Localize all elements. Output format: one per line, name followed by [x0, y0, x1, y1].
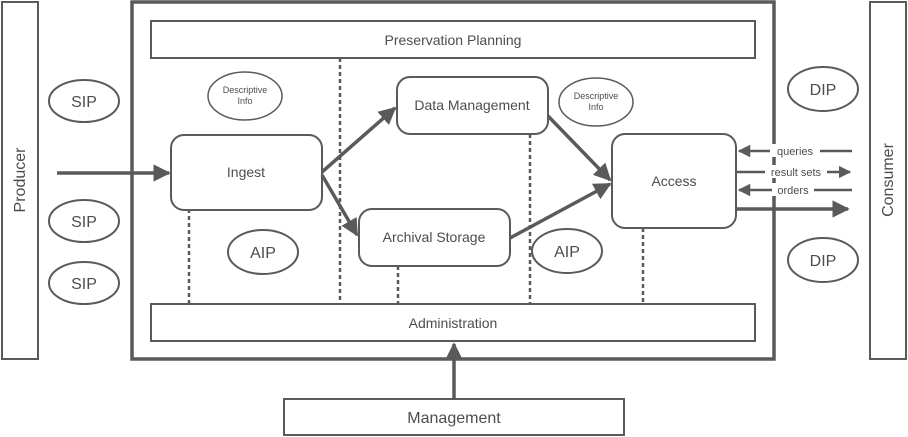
- consumer-bar: Consumer: [869, 1, 907, 360]
- dip-label-1: DIP: [810, 82, 837, 99]
- data-management-box: Data Management: [396, 76, 549, 135]
- dip-package-1: DIP: [787, 66, 859, 112]
- producer-label: Producer: [12, 147, 29, 213]
- aip-label-2: AIP: [554, 244, 580, 261]
- sip-package-2: SIP: [48, 199, 120, 243]
- access-label: Access: [651, 173, 696, 189]
- sip-label-3: SIP: [71, 276, 97, 293]
- descriptive-info-package-1: Descriptive Info: [207, 71, 283, 121]
- flow-arrows: [57, 106, 850, 399]
- preservation-planning-box: Preservation Planning: [150, 20, 756, 59]
- access-box: Access: [611, 133, 737, 229]
- management-label: Management: [407, 410, 501, 427]
- arrow-data-management-to-access: [546, 114, 612, 182]
- consumer-flow-labels: queries result sets orders: [765, 144, 827, 197]
- consumer-label: Consumer: [880, 142, 897, 216]
- data-management-label: Data Management: [414, 97, 529, 113]
- descriptive-info-package-2: Descriptive Info: [558, 77, 634, 127]
- producer-bar: Producer: [1, 1, 39, 360]
- dip-package-2: DIP: [787, 237, 859, 283]
- descriptive-info-2-line1: Descriptive: [574, 91, 619, 101]
- result-sets-label: result sets: [771, 167, 822, 179]
- dip-label-2: DIP: [810, 253, 837, 270]
- management-box: Management: [283, 398, 625, 436]
- archival-storage-box: Archival Storage: [358, 208, 511, 267]
- sip-label-2: SIP: [71, 214, 97, 231]
- sip-package-1: SIP: [48, 79, 120, 123]
- sip-label-1: SIP: [71, 94, 97, 111]
- descriptive-info-1-line2: Info: [237, 96, 252, 106]
- arrow-ingest-to-archival-storage: [320, 174, 359, 237]
- queries-label: queries: [777, 146, 814, 158]
- ingest-label: Ingest: [227, 164, 265, 180]
- sip-package-3: SIP: [48, 261, 120, 305]
- ingest-box: Ingest: [170, 134, 323, 211]
- descriptive-info-1-line1: Descriptive: [223, 85, 268, 95]
- descriptive-info-2-line2: Info: [588, 102, 603, 112]
- dashed-connectors: [187, 58, 645, 304]
- administration-box: Administration: [150, 303, 756, 342]
- administration-label: Administration: [409, 315, 498, 331]
- aip-package-2: AIP: [531, 228, 603, 274]
- orders-label: orders: [777, 185, 809, 197]
- archival-storage-label: Archival Storage: [383, 229, 486, 245]
- arrow-ingest-to-data-management: [320, 106, 397, 174]
- aip-label-1: AIP: [250, 245, 276, 262]
- aip-package-1: AIP: [227, 229, 299, 275]
- preservation-planning-label: Preservation Planning: [385, 32, 522, 48]
- arrow-archival-storage-to-access: [509, 182, 612, 240]
